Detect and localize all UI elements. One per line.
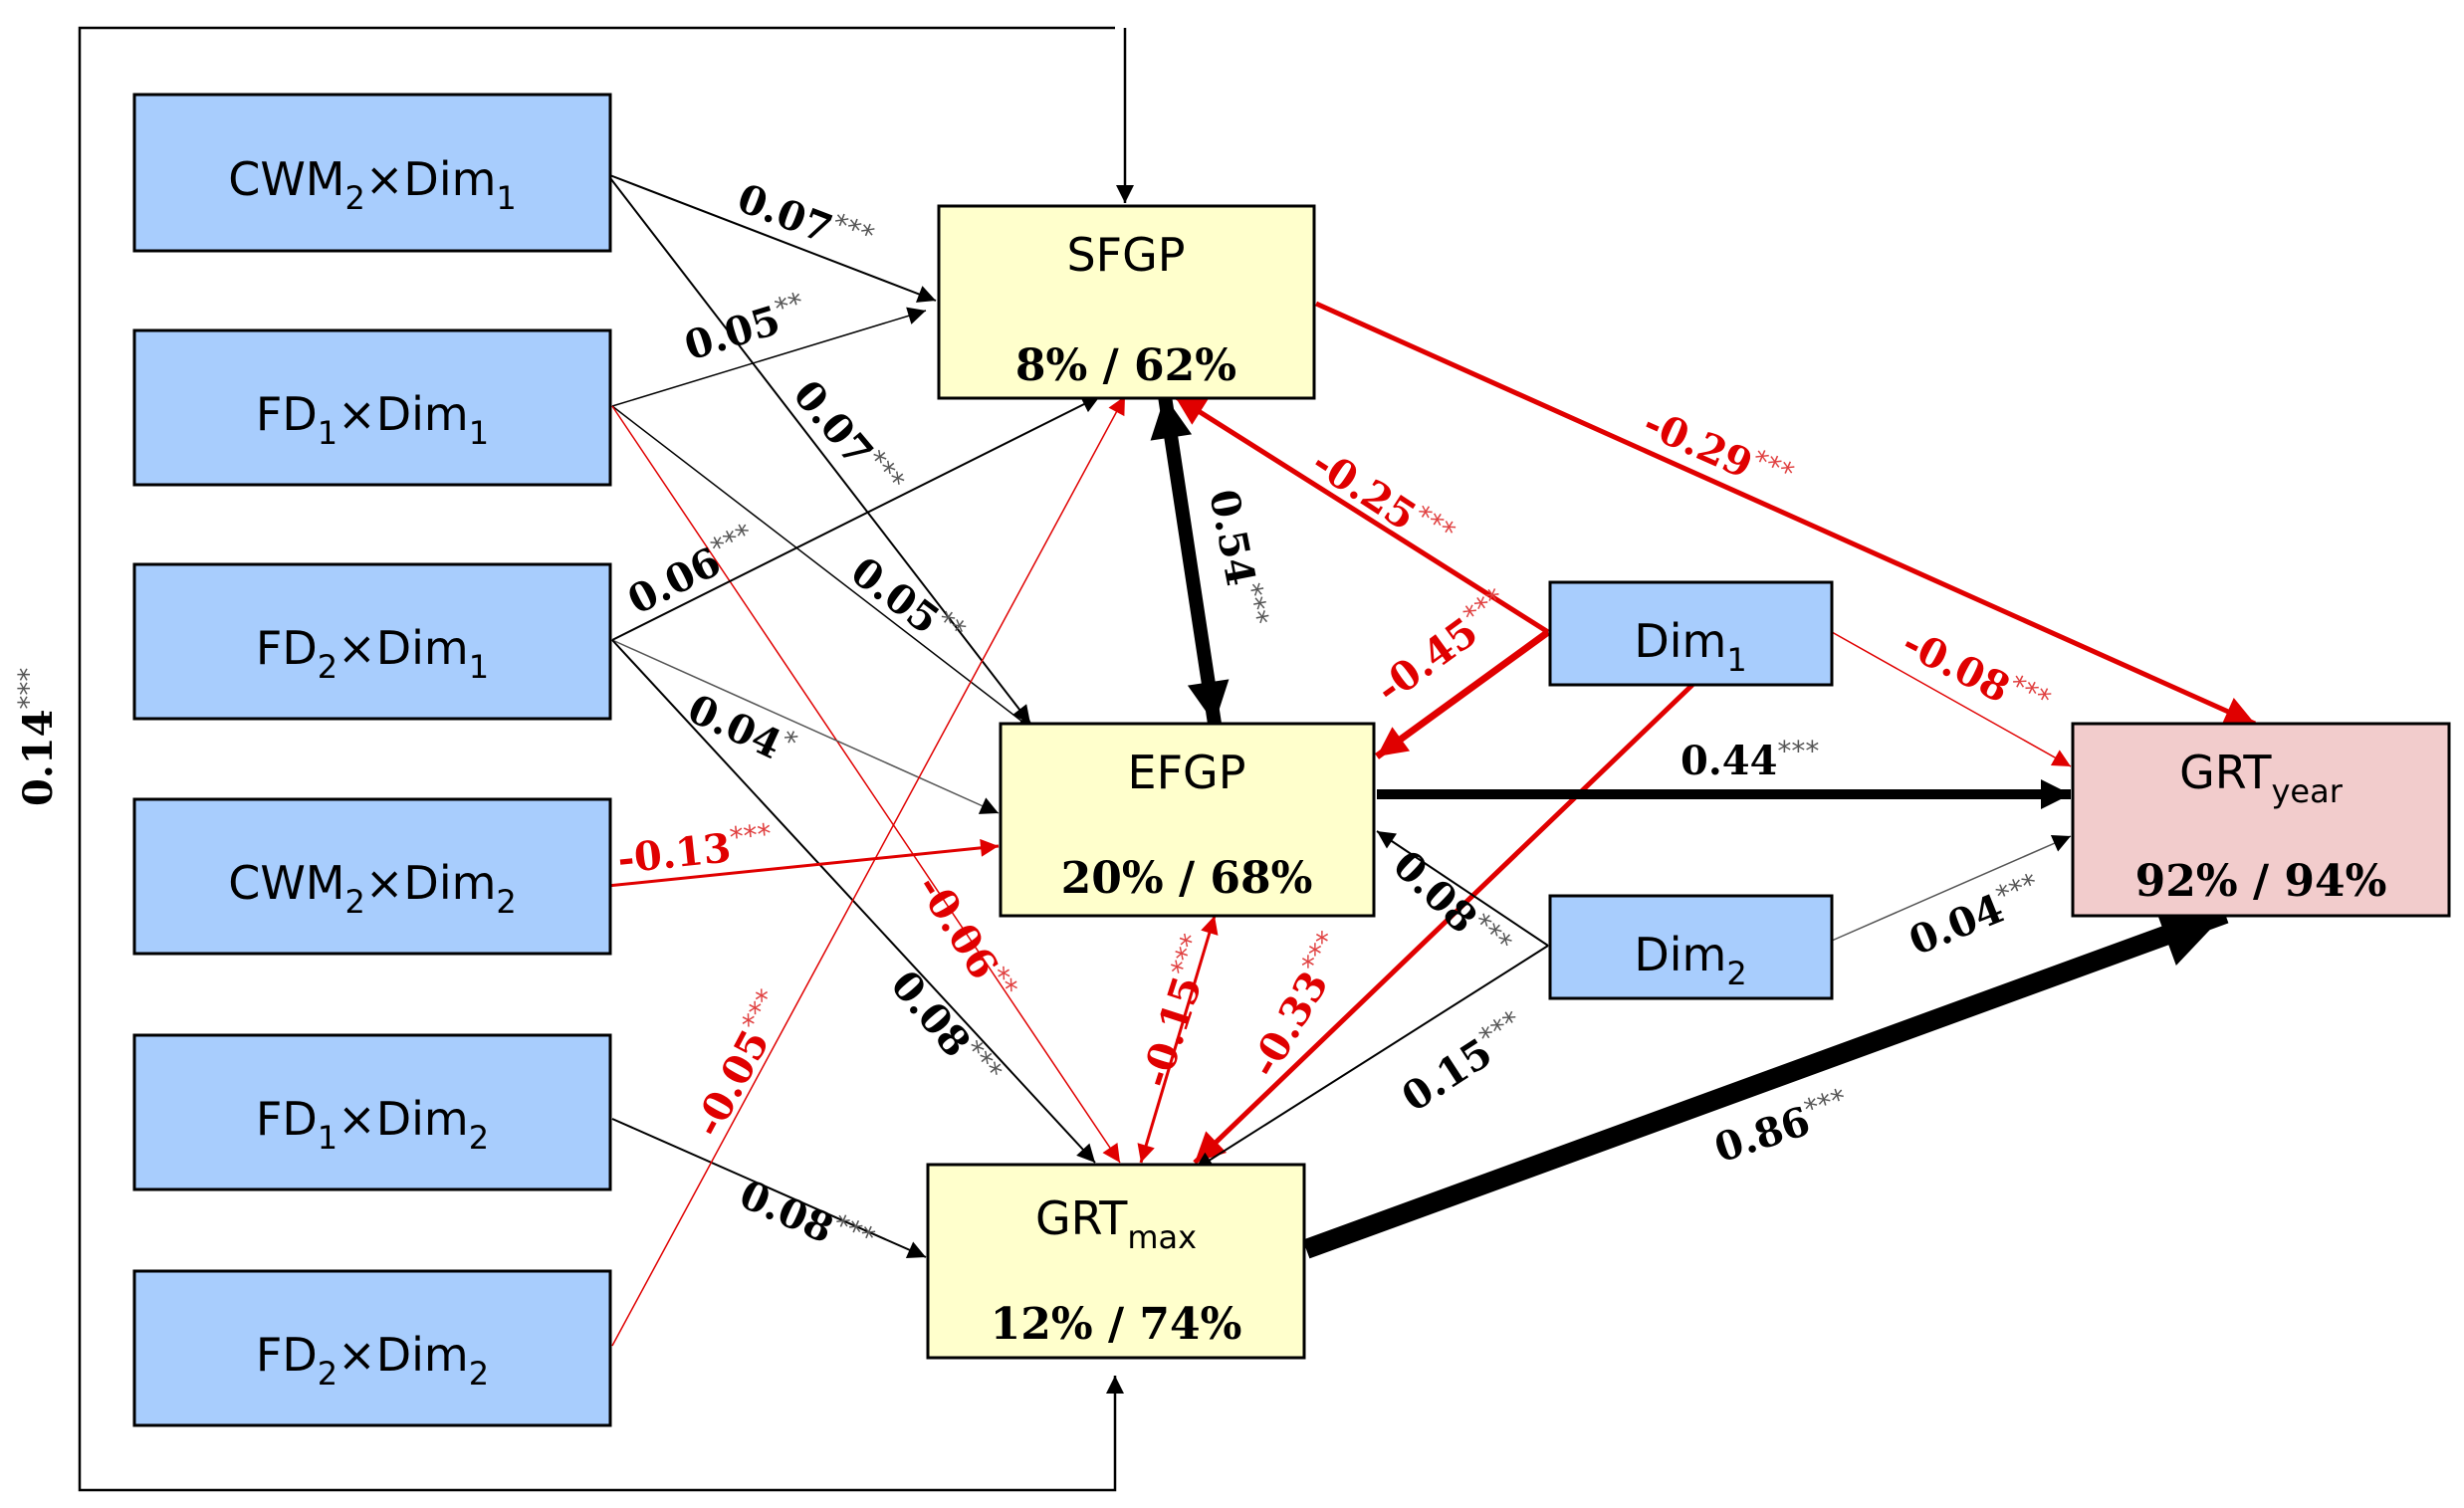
node-dim1: Dim1 [1548,580,1834,687]
coef-label: 0.05** [678,286,812,369]
svg-text:FD2×Dim2: FD2×Dim2 [256,1328,489,1393]
node-grtyear: GRTyear 92% / 94% [2071,722,2451,918]
edge-fd1dim2-grtmax [611,1118,927,1258]
svg-text:CWM2×Dim1: CWM2×Dim1 [228,152,517,217]
node-cwm2-dim1: CWM2×Dim1 [132,93,612,253]
svg-text:Dim2: Dim2 [1634,928,1746,992]
edge-cwm2dim1-sfgp [606,173,937,303]
svg-text:20% / 68%: 20% / 68% [1061,853,1313,904]
edge-cwm2dim1-efgp [606,173,1031,725]
coef-label: 0.08*** [1384,839,1518,971]
coef-label: 0.04*** [1902,867,2049,966]
node-sfgp: SFGP 8% / 62% [937,204,1316,400]
svg-text:Dim1: Dim1 [1634,614,1746,679]
edge-fd2dim1-sfgp [611,395,1101,641]
edge-dim2-grtyear [1831,834,2072,942]
node-fd2-dim1: FD2×Dim1 [132,562,612,721]
svg-text:FD1×Dim2: FD1×Dim2 [256,1092,489,1157]
svg-text:GRTmax: GRTmax [1035,1191,1197,1256]
edge-dim1-grtyear [1831,631,2072,767]
edges [606,173,2257,1347]
coef-label: -0.25*** [1304,436,1461,562]
coef-label: -0.05*** [682,983,798,1144]
node-fd1-dim2: FD1×Dim2 [132,1033,612,1191]
coef-label: 0.06*** [619,517,766,624]
node-grtmax: GRTmax 12% / 74% [926,1163,1306,1360]
edge-sfgp-grtyear [1314,301,2257,727]
svg-text:SFGP: SFGP [1066,228,1185,282]
node-fd2-dim2: FD2×Dim2 [132,1269,612,1427]
coef-label: -0.45*** [1365,581,1520,713]
svg-text:8% / 62%: 8% / 62% [1015,340,1236,391]
svg-text:FD1×Dim1: FD1×Dim1 [256,387,489,452]
node-cwm2-dim2: CWM2×Dim2 [132,797,612,956]
svg-text:EFGP: EFGP [1128,746,1246,799]
node-dim2: Dim2 [1548,894,1834,1000]
coef-label: 0.14*** [12,668,62,806]
coef-label: -0.13*** [615,817,775,883]
edge-dim1-efgp [1374,629,1551,759]
node-efgp: EFGP 20% / 68% [999,722,1376,918]
edge-dim2-efgp [1376,830,1549,947]
coef-label: 0.54*** [1200,485,1275,630]
edge-fd1dim1-sfgp [611,307,927,407]
edge-grtmax-grtyear [1302,904,2229,1259]
edge-fd1dim1-efgp [611,405,1036,733]
edge-fd2dim1-grtmax [611,639,1096,1164]
edge-frame-path [78,26,1134,1492]
edge-fd2dim2-sfgp [611,395,1126,1347]
edge-dim1-grtmax [1193,683,1694,1165]
edge-cwm2dim2-efgp [606,838,1000,888]
edge-fd1dim1-grtmax [611,405,1121,1164]
edge-dim2-grtmax [1194,945,1549,1171]
edge-dim1-sfgp [1173,393,1550,635]
coef-label: -0.08*** [1895,616,2056,731]
coef-label: -0.15*** [1129,930,1225,1093]
svg-text:GRTyear: GRTyear [2179,746,2344,810]
coef-label: -0.29*** [1637,396,1799,505]
svg-text:12% / 74%: 12% / 74% [991,1299,1242,1350]
coef-label: 0.15*** [1392,1004,1535,1122]
edge-sfgp-efgp [1150,394,1230,726]
edge-efgp-grtmax [1137,915,1219,1164]
node-fd1-dim1: FD1×Dim1 [132,328,612,487]
svg-text:CWM2×Dim2: CWM2×Dim2 [228,856,517,921]
edge-fd2dim1-efgp [611,639,1000,814]
svg-text:92% / 94%: 92% / 94% [2135,856,2387,907]
coef-label: 0.08*** [733,1168,880,1269]
svg-text:FD2×Dim1: FD2×Dim1 [256,621,489,686]
coef-label: 0.44*** [1680,735,1819,784]
coef-label: 0.07*** [731,172,878,269]
coef-label: 0.04* [681,683,802,774]
